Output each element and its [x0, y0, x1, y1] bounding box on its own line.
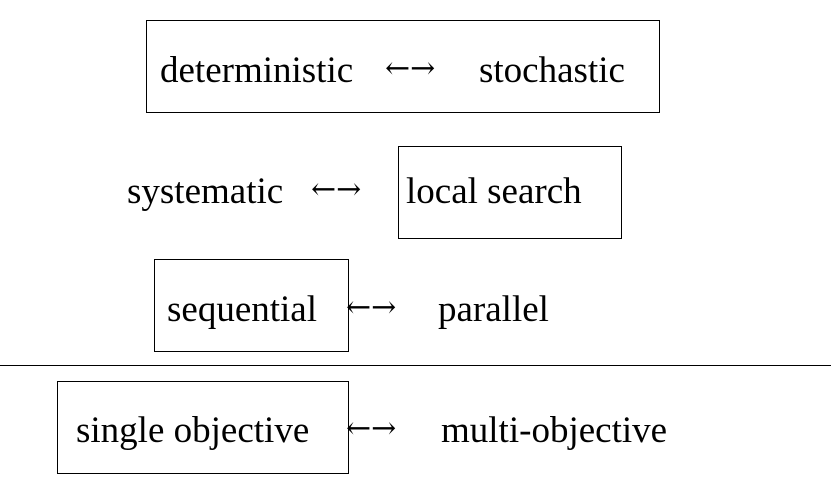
row4-right-label: multi-objective — [441, 410, 668, 451]
row1-box — [146, 20, 660, 113]
row4-left-box — [57, 381, 349, 474]
row2-left-label: systematic — [127, 171, 284, 212]
row3-right-label: parallel — [438, 289, 549, 330]
row2-right-box — [398, 146, 622, 239]
row1-right-label: stochastic — [479, 50, 625, 91]
row3-arrow-icon: ←→ — [346, 290, 397, 325]
row4-left-label: single objective — [76, 410, 310, 451]
row2-arrow-icon: ←→ — [311, 172, 362, 207]
row4-arrow-icon: ←→ — [346, 411, 397, 446]
row3-left-label: sequential — [167, 289, 318, 330]
row3-left-box — [154, 259, 349, 352]
row1-left-label: deterministic — [160, 50, 354, 91]
row2-right-label: local search — [406, 171, 582, 212]
section-divider — [0, 365, 831, 366]
row1-arrow-icon: ←→ — [385, 51, 436, 86]
